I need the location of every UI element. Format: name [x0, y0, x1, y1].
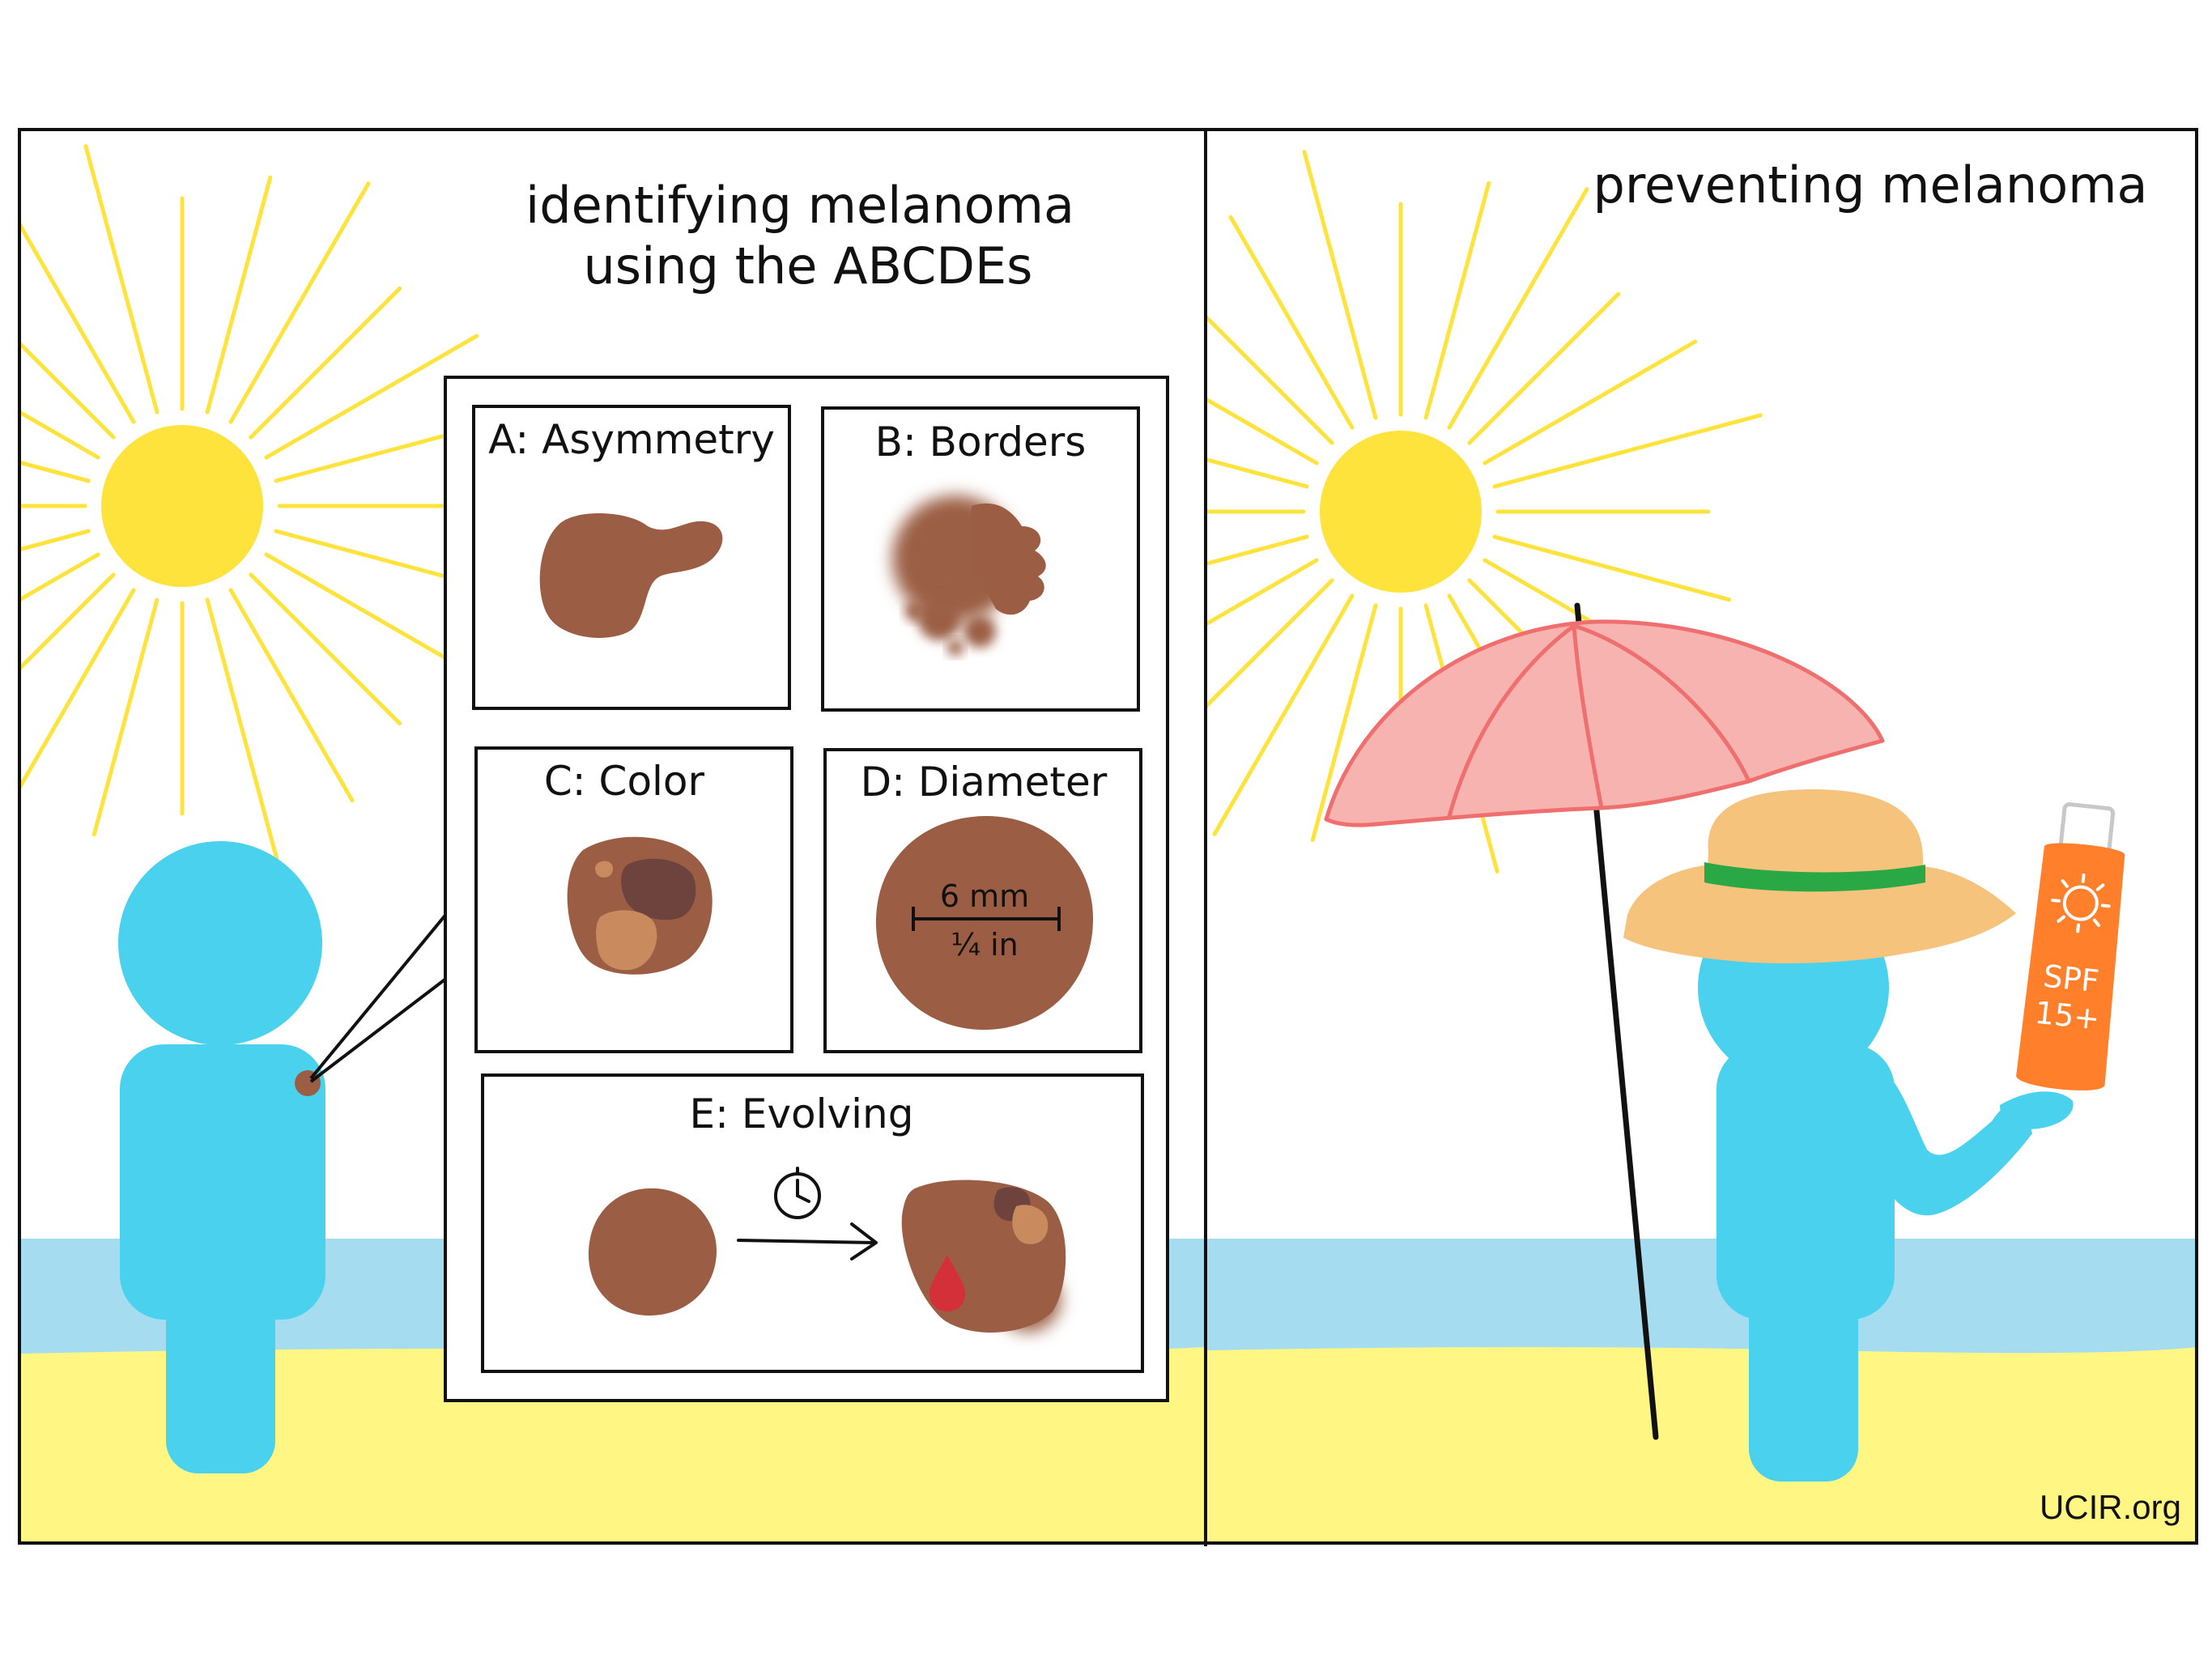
sun-ray	[1206, 534, 1309, 566]
sun-ray	[19, 572, 116, 672]
sun-ray	[1206, 397, 1319, 466]
sun-ray	[205, 175, 273, 414]
sea	[1206, 1239, 2197, 1356]
diameter-mole	[875, 815, 1093, 1030]
sun-ray	[1206, 314, 1334, 445]
sun-ray	[19, 552, 100, 602]
sun-ray	[1310, 603, 1378, 843]
arrow-right-icon	[737, 1222, 878, 1261]
cell-evolving: E: Evolving	[481, 1073, 1144, 1373]
sun-ray	[91, 597, 160, 837]
sun-ray	[19, 340, 116, 440]
diameter-measure	[912, 907, 1061, 931]
sun-ray	[228, 588, 355, 803]
sun-ray	[19, 410, 100, 460]
borders-mole	[892, 495, 1046, 656]
left-panel: identifying melanoma using the ABCDEs A:…	[19, 144, 1205, 1543]
sun-ray	[249, 286, 402, 440]
panel-frames	[18, 128, 2198, 1546]
sun-ray	[1302, 150, 1378, 420]
cell-color: C: Color	[474, 746, 793, 1053]
left-title-line2: using the ABCDEs	[583, 236, 1032, 295]
sun-ray	[1423, 181, 1491, 420]
sun-icon	[1206, 150, 1763, 874]
cell-asymmetry: A: Asymmetry	[472, 405, 791, 710]
sun-ray	[1492, 413, 1763, 489]
sun-ray	[1206, 457, 1309, 489]
sun-ray	[1206, 578, 1334, 709]
cell-borders-label: B: Borders	[875, 419, 1087, 466]
person-with-mole	[118, 841, 325, 1473]
mole-on-skin	[295, 1070, 321, 1096]
asymmetry-mole	[539, 512, 723, 638]
evolving-mole-before	[588, 1188, 717, 1316]
left-title-line1: identifying melanoma	[525, 176, 1074, 235]
sun-ray	[249, 572, 402, 726]
right-panel: preventing melanoma	[1206, 150, 2197, 1543]
clock-icon	[774, 1167, 821, 1219]
cell-diameter: D: Diameter 6 mm ¼ in	[823, 748, 1142, 1053]
sun-ray	[19, 219, 136, 424]
sunscreen-label-line1: SPF	[2041, 958, 2100, 999]
sun-ray	[1447, 187, 1589, 430]
diameter-metric: 6 mm	[940, 878, 1029, 914]
blood-drop-icon	[929, 1255, 965, 1312]
callout-lines	[309, 912, 449, 1083]
evolving-mole-after	[901, 1180, 1066, 1333]
sun-ray	[1212, 593, 1355, 836]
cell-diameter-label: D: Diameter	[861, 759, 1108, 806]
sun-ray	[19, 460, 91, 483]
sun-ray	[1228, 215, 1355, 430]
abcde-board: A: Asymmetry B: Borders C: Co	[444, 376, 1169, 1402]
cell-borders: B: Borders	[821, 406, 1140, 712]
sun-ray	[205, 597, 281, 868]
sun-ray	[19, 529, 91, 552]
sun-ray	[1492, 534, 1732, 602]
sunscreen-bottle-icon: SPF 15+	[2016, 802, 2125, 1090]
credit: UCIR.org	[2040, 1488, 2181, 1526]
sun-ray	[1206, 558, 1319, 627]
cell-color-label: C: Color	[544, 758, 705, 805]
sun-icon	[19, 144, 544, 868]
sun-ray	[228, 181, 371, 424]
cell-evolving-label: E: Evolving	[690, 1090, 914, 1137]
sun-ray	[1482, 339, 1698, 466]
color-mole	[567, 836, 713, 975]
sun-ray	[1467, 291, 1621, 445]
right-title: preventing melanoma	[1593, 155, 2147, 215]
hat-icon	[1623, 789, 2016, 963]
sun-ray	[264, 334, 479, 460]
diameter-imperial: ¼ in	[951, 927, 1019, 963]
umbrella-icon	[1324, 602, 1885, 1440]
sunscreen-label-line2: 15+	[2033, 995, 2101, 1037]
sun-ray	[19, 588, 136, 793]
sand	[1206, 1347, 2197, 1543]
sun-ray	[83, 144, 160, 414]
cell-asymmetry-label: A: Asymmetry	[488, 416, 775, 463]
